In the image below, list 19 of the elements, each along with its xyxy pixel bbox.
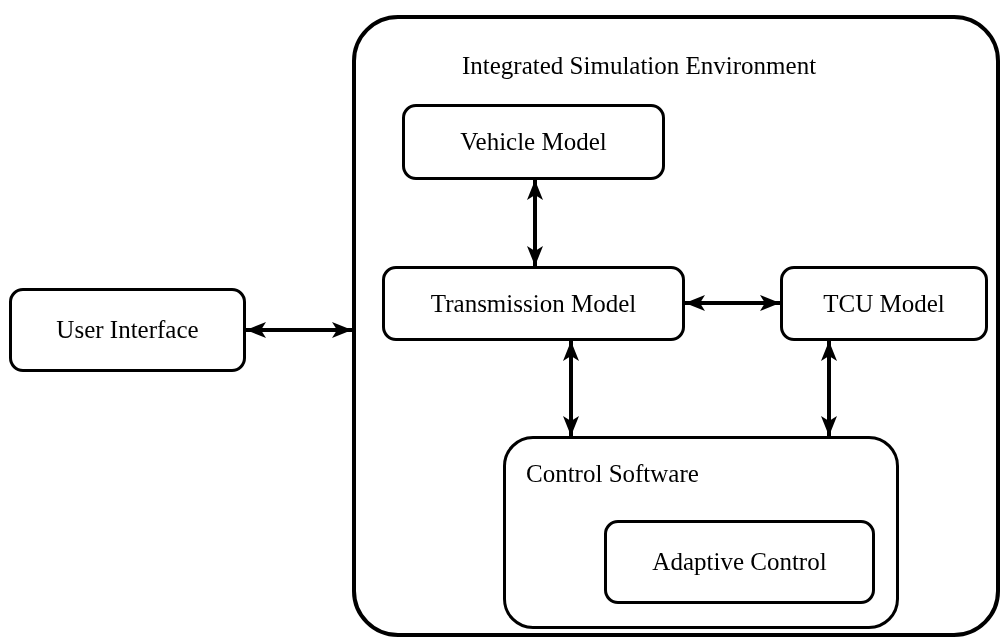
- group-box: [503, 436, 899, 629]
- node-label: Control Software: [526, 459, 699, 489]
- process-box: [780, 266, 988, 341]
- node-label: Integrated Simulation Environment: [462, 51, 817, 81]
- process-box: [604, 520, 875, 604]
- container-box: [352, 15, 1000, 637]
- double-arrow: [527, 180, 543, 266]
- node-label: Vehicle Model: [460, 127, 607, 157]
- node-label: User Interface: [56, 315, 199, 345]
- node-label: Adaptive Control: [652, 547, 827, 577]
- double-arrow: [563, 341, 579, 436]
- double-arrow: [246, 322, 352, 338]
- double-arrow: [821, 341, 837, 436]
- node-label: TCU Model: [823, 288, 945, 319]
- process-box: [9, 288, 246, 372]
- double-arrow: [685, 295, 780, 311]
- process-box: [382, 266, 685, 341]
- node-label: Transmission Model: [430, 288, 637, 319]
- process-box: [402, 104, 665, 180]
